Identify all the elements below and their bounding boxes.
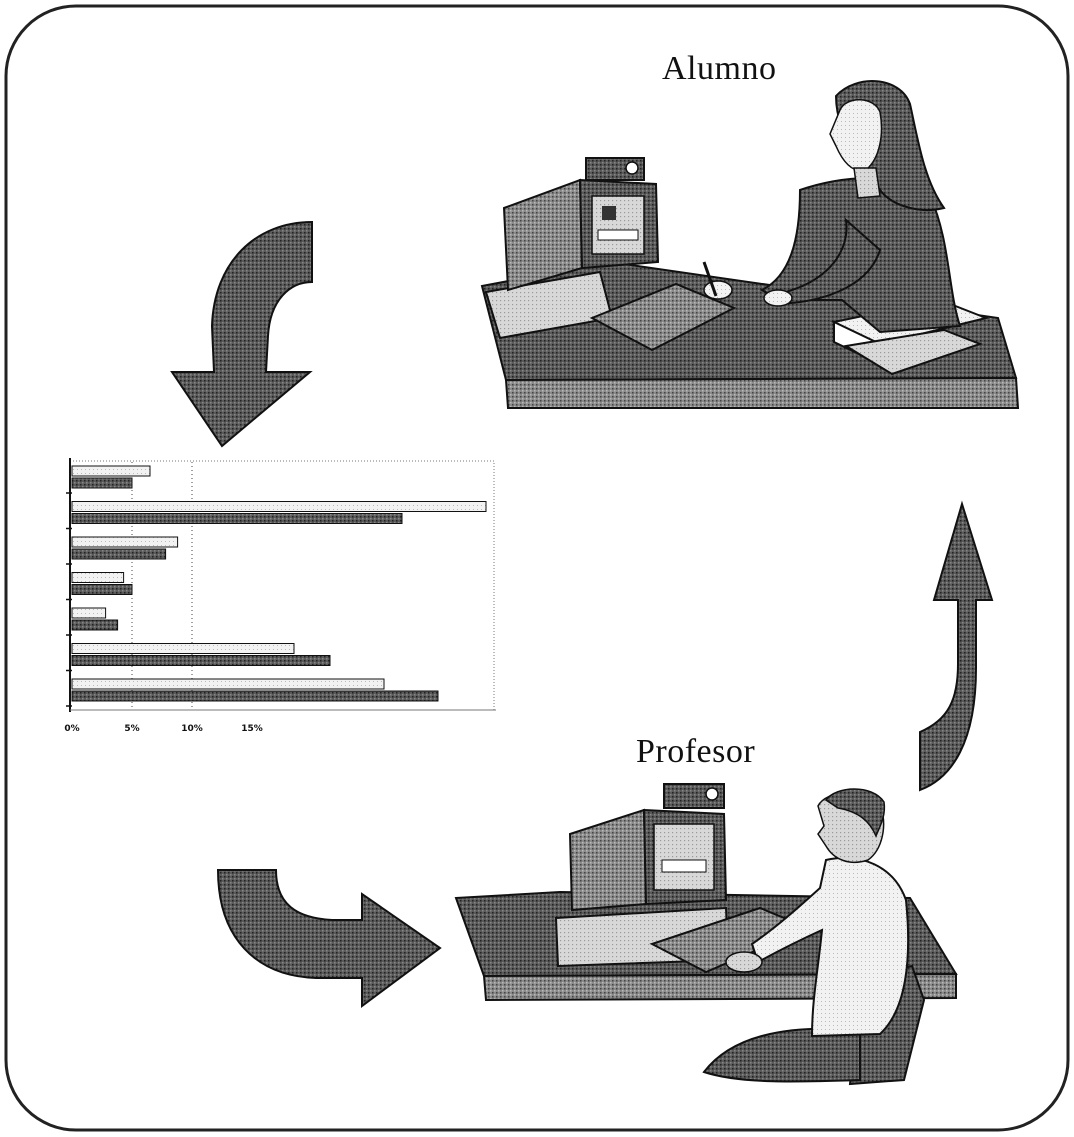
chart-bar bbox=[71, 584, 133, 595]
chart-bar bbox=[71, 536, 179, 548]
chart-bar bbox=[71, 607, 107, 619]
curved-arrow-up bbox=[919, 500, 994, 792]
student-face bbox=[829, 99, 883, 172]
bar-chart: 0% 5% 10% 15% bbox=[64, 458, 496, 734]
chart-bar bbox=[71, 548, 167, 560]
curved-arrow-down bbox=[170, 220, 313, 448]
chart-x-tick-label: 5% bbox=[124, 724, 139, 734]
chart-x-tick-label: 0% bbox=[64, 724, 79, 734]
student-label: Alumno bbox=[662, 50, 777, 87]
chart-x-tick-label: 15% bbox=[241, 724, 263, 734]
teacher-figure bbox=[454, 783, 958, 1086]
chart-bar bbox=[71, 513, 403, 524]
chart-plot-area bbox=[69, 460, 495, 711]
frame-border bbox=[4, 4, 1070, 1132]
chart-bar bbox=[71, 619, 119, 631]
teacher-monitor bbox=[568, 808, 648, 912]
chart-bar bbox=[71, 477, 133, 489]
chart-bar bbox=[71, 501, 487, 512]
student-figure bbox=[480, 80, 1020, 409]
chart-bar bbox=[71, 572, 125, 583]
chart-bar bbox=[71, 643, 295, 654]
chart-bar bbox=[71, 465, 151, 477]
chart-bar bbox=[71, 690, 439, 702]
chart-x-tick-label: 10% bbox=[181, 724, 203, 734]
chart-bar bbox=[71, 655, 331, 666]
teacher-label: Profesor bbox=[636, 733, 756, 770]
curved-arrow-right bbox=[216, 869, 442, 1008]
chart-bar bbox=[71, 678, 385, 690]
teacher-body bbox=[750, 856, 910, 1038]
